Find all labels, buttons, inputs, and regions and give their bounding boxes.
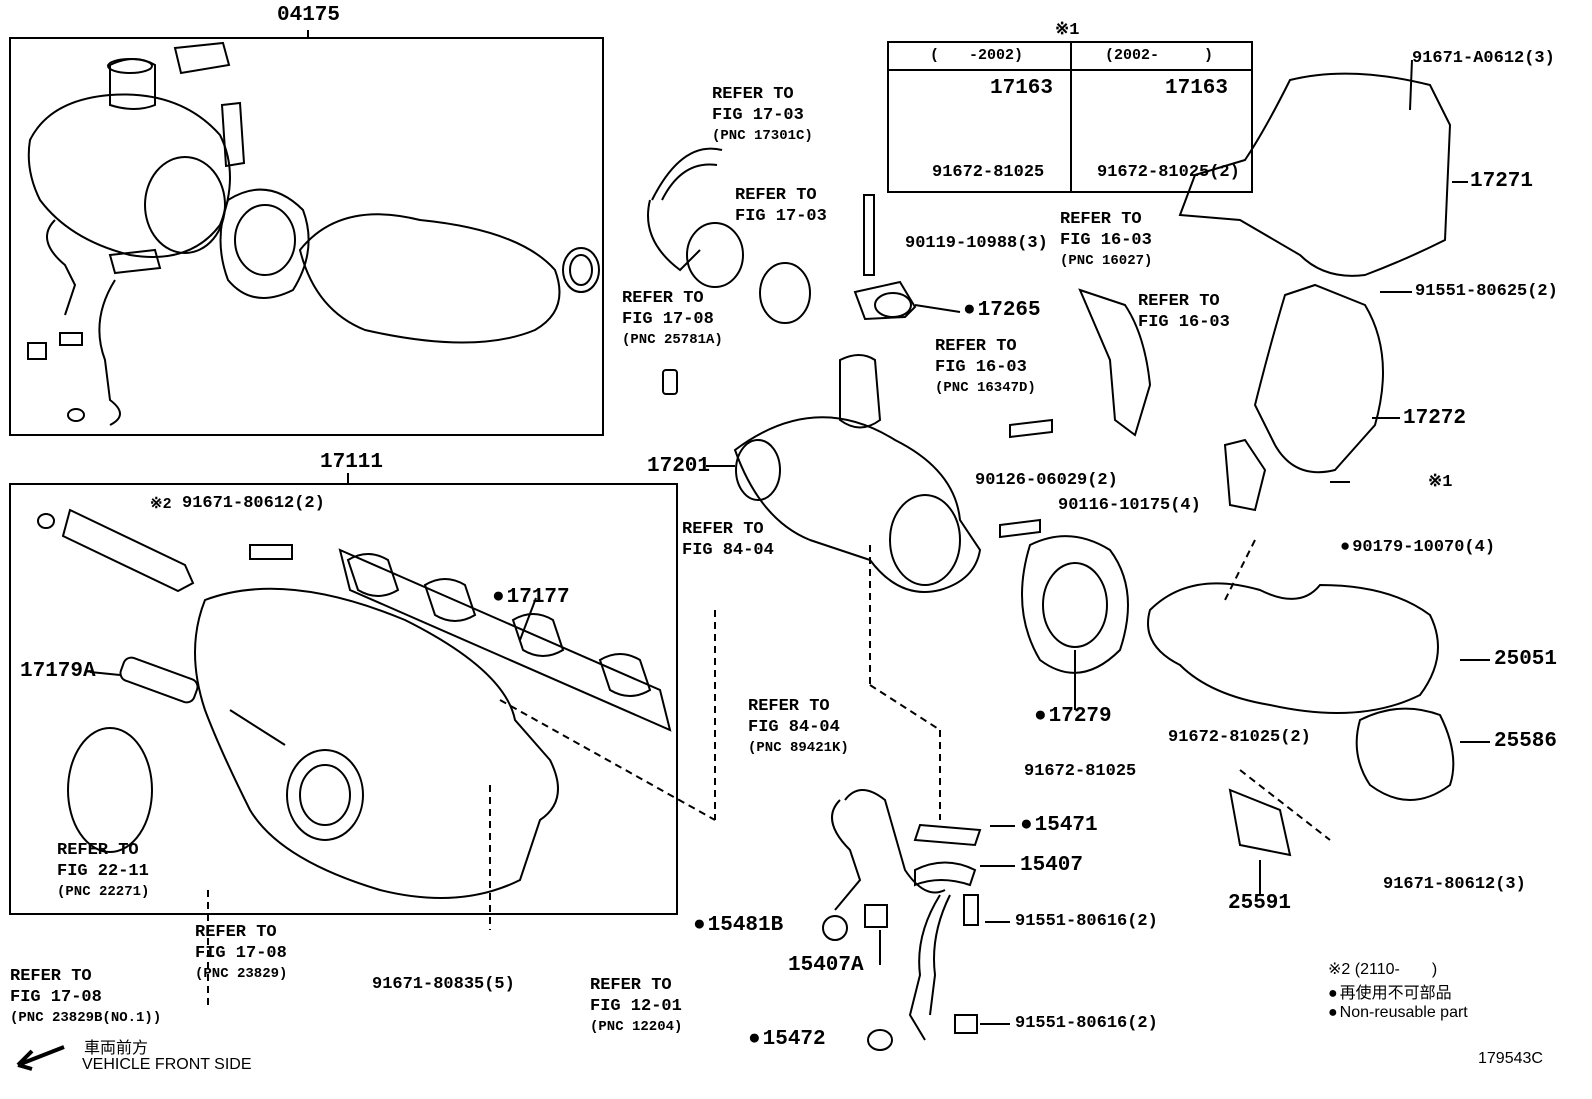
- group-box-04175: [9, 37, 604, 436]
- part-17177: 17177: [492, 587, 570, 609]
- part-25586: 25586: [1494, 730, 1558, 753]
- group-label-17111: 17111: [320, 451, 384, 474]
- figure-id: 179543C: [1478, 1050, 1543, 1067]
- bolt-91551-80625: 91551-80625(2): [1415, 282, 1558, 301]
- bolt-91551-80616-a: 91551-80616(2): [1015, 912, 1158, 931]
- bolt-91671-a0612: 91671-A0612(3): [1412, 49, 1555, 68]
- part-15481B: 15481B: [693, 915, 784, 937]
- front-side-jp: 車両前方: [84, 1040, 149, 1057]
- part-17163-left: 17163: [990, 77, 1054, 100]
- front-side-en: VEHICLE FRONT SIDE: [82, 1056, 252, 1073]
- bolt-91671-80612-2: 91671-80612(2): [182, 494, 325, 513]
- part-15407A: 15407A: [788, 954, 864, 977]
- part-25051: 25051: [1494, 648, 1558, 671]
- part-17271: 17271: [1470, 170, 1534, 193]
- front-arrow-icon: [16, 1045, 65, 1071]
- bolt-91672-81025: 91672-81025: [1024, 762, 1137, 781]
- part-17163-right: 17163: [1165, 77, 1229, 100]
- part-17279: 17279: [1034, 706, 1112, 728]
- bolt-90116: 90116-10175(4): [1058, 496, 1201, 515]
- bolt-90126: 90126-06029(2): [975, 471, 1118, 490]
- bolt-91672-81025-2: 91672-81025(2): [1168, 728, 1311, 747]
- turbo-kit-sketch: [27, 41, 600, 426]
- legend-non-reusable-en: Non-reusable part: [1328, 1004, 1468, 1022]
- mark-2: ※2: [150, 496, 172, 513]
- legend-non-reusable-jp: 再使用不可部品: [1328, 979, 1452, 1003]
- part-17179A: 17179A: [20, 660, 96, 683]
- part-17265: 17265: [963, 300, 1041, 322]
- heat-insulators-sketch: [1078, 72, 1455, 857]
- part-17201: 17201: [647, 455, 711, 478]
- bolt-91551-80616-b: 91551-80616(2): [1015, 1014, 1158, 1033]
- group-label-04175: 04175: [277, 4, 341, 27]
- bolt-left: 91672-81025: [932, 163, 1045, 182]
- bolt-91671-80835: 91671-80835(5): [372, 975, 515, 994]
- part-25591: 25591: [1228, 892, 1292, 915]
- part-15471: 15471: [1020, 815, 1098, 837]
- variant-left-header: ( -2002): [930, 47, 1024, 64]
- bolt-90179: 90179-10070(4): [1340, 539, 1495, 557]
- part-15407: 15407: [1020, 854, 1084, 877]
- bolt-90119: 90119-10988(3): [905, 234, 1048, 253]
- part-15472: 15472: [748, 1029, 826, 1051]
- dashed-guides: [207, 539, 1331, 1005]
- part-17272: 17272: [1403, 407, 1467, 430]
- mark-1-bolt: ※1: [1428, 473, 1453, 492]
- legend-mark-2: ※2 (2110- ): [1328, 961, 1438, 978]
- bolt-right: 91672-81025(2): [1097, 163, 1240, 182]
- variant-right-header: (2002- ): [1105, 47, 1214, 64]
- variant-mark: ※1: [1055, 21, 1080, 40]
- intake-manifold-sketch: [37, 508, 672, 899]
- group-box-17111: [9, 483, 678, 915]
- oil-lines-sketch: [822, 789, 982, 1051]
- bolt-91671-80612-3: 91671-80612(3): [1383, 875, 1526, 894]
- turbocharger-sketch: [647, 147, 1129, 674]
